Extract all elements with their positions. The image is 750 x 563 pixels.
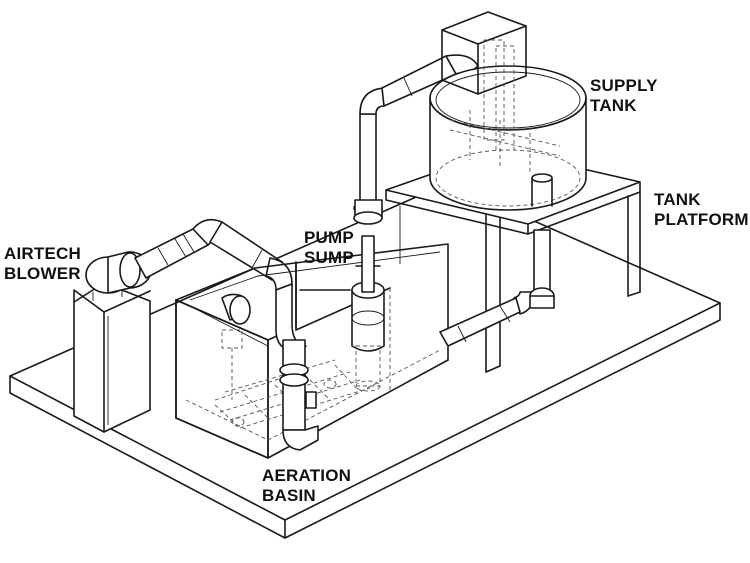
label-airtech-blower: AIRTECH BLOWER	[4, 244, 81, 284]
label-airtech-blower-line1: AIRTECH	[4, 244, 81, 263]
label-tank-platform: TANK PLATFORM	[654, 190, 749, 230]
label-tank-platform-line1: TANK	[654, 190, 701, 209]
label-supply-tank-line1: SUPPLY	[590, 76, 658, 95]
airtech-blower	[73, 218, 293, 433]
label-pump-sump-line2: SUMP	[304, 248, 354, 267]
supply-tank	[429, 11, 587, 211]
label-supply-tank-line2: TANK	[590, 96, 637, 115]
label-pump-sump-line1: PUMP	[304, 228, 354, 247]
label-aeration-basin-line2: BASIN	[262, 486, 316, 505]
diffuser-grid	[214, 359, 371, 429]
riser-pipe	[353, 54, 479, 225]
label-supply-tank: SUPPLY TANK	[590, 76, 658, 116]
label-aeration-basin-line1: AERATION	[262, 466, 352, 485]
aeration-basin	[175, 243, 449, 459]
return-pipe	[439, 229, 555, 347]
pump	[351, 235, 385, 392]
label-airtech-blower-line2: BLOWER	[4, 264, 81, 283]
label-aeration-basin: AERATION BASIN	[262, 466, 351, 506]
label-pump-sump: PUMP SUMP	[304, 228, 354, 268]
label-tank-platform-line2: PLATFORM	[654, 210, 749, 229]
